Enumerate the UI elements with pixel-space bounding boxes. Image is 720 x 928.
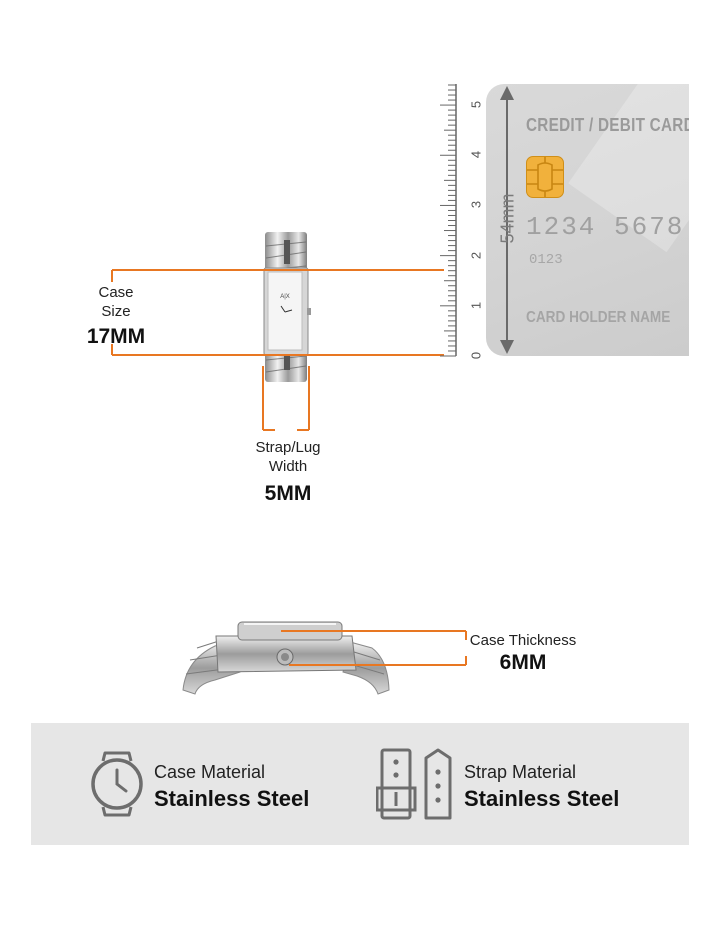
watch-side — [182, 621, 390, 695]
materials-band: Case Material Stainless Steel Strap Mate… — [31, 723, 689, 845]
watch-front: A|X — [263, 232, 311, 382]
ruler-tick-label: 5 — [468, 100, 484, 109]
case-thickness-label: Case Thickness 6MM — [463, 631, 583, 675]
case-size-label-line1: Case — [98, 284, 134, 301]
case-thickness-label-text: Case Thickness — [469, 632, 577, 649]
strap-width-value: 5MM — [264, 482, 312, 505]
ruler-tick-label: 2 — [468, 251, 484, 259]
case-thickness-value: 6MM — [499, 651, 547, 674]
strap-width-label: Strap/Lug Width 5MM — [238, 438, 338, 506]
strap-width-label-line2: Width — [268, 458, 308, 475]
case-size-value: 17MM — [86, 325, 146, 348]
case-material-value: Stainless Steel — [154, 786, 310, 811]
card-height-arrow — [500, 86, 514, 354]
card-small-number: 0123 — [529, 252, 563, 268]
strap-material-title: Strap Material — [464, 762, 577, 782]
card-height-label-wrap: 54mm — [488, 194, 528, 244]
strap-width-label-line1: Strap/Lug — [255, 439, 321, 456]
case-size-label: Case Size 17MM — [76, 283, 156, 349]
ruler-tick-label: 4 — [468, 151, 484, 159]
case-size-label-line2: Size — [101, 303, 131, 320]
case-material-title: Case Material — [154, 762, 266, 782]
card-number-left: 1234 — [526, 212, 597, 242]
chip-lines — [527, 157, 563, 197]
card-number-right: 5678 — [614, 212, 685, 242]
card-height-label: 54mm — [497, 193, 518, 244]
ruler-tick-label: 1 — [468, 301, 484, 309]
strap-icon — [375, 748, 458, 820]
svg-text:A|X: A|X — [280, 294, 290, 300]
card-chip-icon — [526, 156, 564, 198]
credit-card-reference: CREDIT / DEBIT CARD 1234 5678 0123 CARD … — [486, 84, 689, 356]
watch-icon — [89, 751, 145, 817]
strap-material-value: Stainless Steel — [464, 786, 620, 811]
ruler-tick-label: 3 — [468, 201, 484, 209]
card-title: CREDIT / DEBIT CARD — [526, 115, 689, 135]
ruler — [440, 84, 457, 357]
ruler-tick-label: 0 — [468, 351, 484, 360]
card-holder-name: CARD HOLDER NAME — [526, 309, 671, 326]
